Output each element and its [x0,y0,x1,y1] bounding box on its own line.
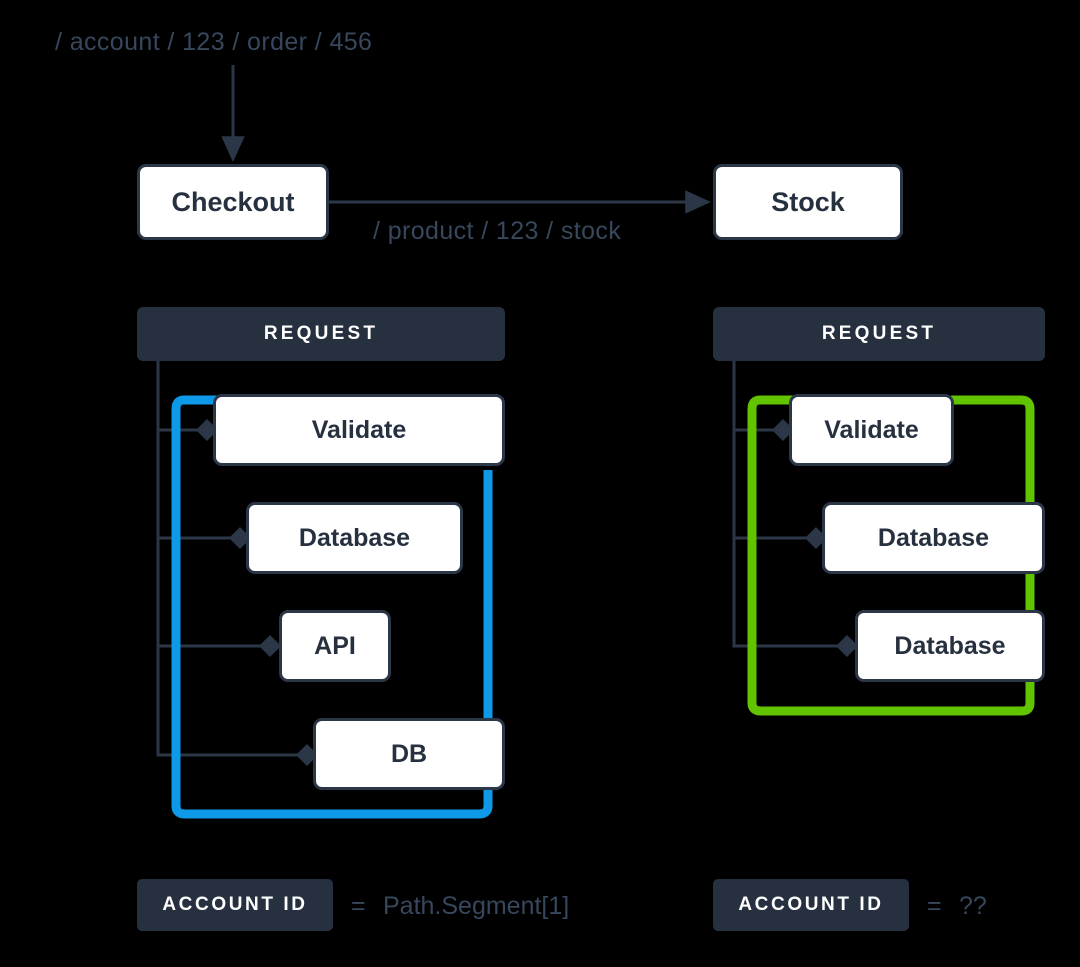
span-label: Database [894,631,1006,660]
span-box-database-left[interactable]: Database [246,502,463,574]
span-box-validate-left[interactable]: Validate [213,394,505,466]
span-box-validate-right[interactable]: Validate [789,394,954,466]
span-box-database-right-2[interactable]: Database [855,610,1045,682]
badge-label: ACCOUNT ID [162,894,308,915]
left-panel-trace [171,395,493,819]
request-header-label: REQUEST [263,323,379,344]
request-header-left: REQUEST [137,307,505,361]
service-box-checkout[interactable]: Checkout [137,164,329,240]
service-label: Stock [771,186,845,217]
span-label: Validate [311,415,407,444]
account-id-value-left: Path.Segment[1] [383,892,570,920]
badge-label: ACCOUNT ID [738,894,884,915]
outgoing-path-label: / product / 123 / stock [373,217,622,245]
account-id-value-right: ?? [959,892,987,920]
span-label: API [314,631,356,660]
account-id-equals-left: = [351,892,366,920]
span-label: Validate [824,415,919,444]
right-panel-diamonds [772,419,858,657]
account-id-equals-right: = [927,892,942,920]
request-header-label: REQUEST [821,323,937,344]
right-panel-trace [747,395,1035,716]
span-label: Database [298,523,411,552]
span-box-api-left[interactable]: API [279,610,391,682]
service-label: Checkout [171,186,295,217]
service-box-stock[interactable]: Stock [713,164,903,240]
span-label: DB [390,739,428,768]
incoming-path-label: / account / 123 / order / 456 [55,28,373,56]
left-panel-diamonds [196,419,318,766]
request-header-right: REQUEST [713,307,1045,361]
span-box-db-left[interactable]: DB [313,718,505,790]
span-box-database-right-1[interactable]: Database [822,502,1045,574]
account-id-badge-left: ACCOUNT ID [137,879,333,931]
span-label: Database [877,523,990,552]
account-id-badge-right: ACCOUNT ID [713,879,909,931]
